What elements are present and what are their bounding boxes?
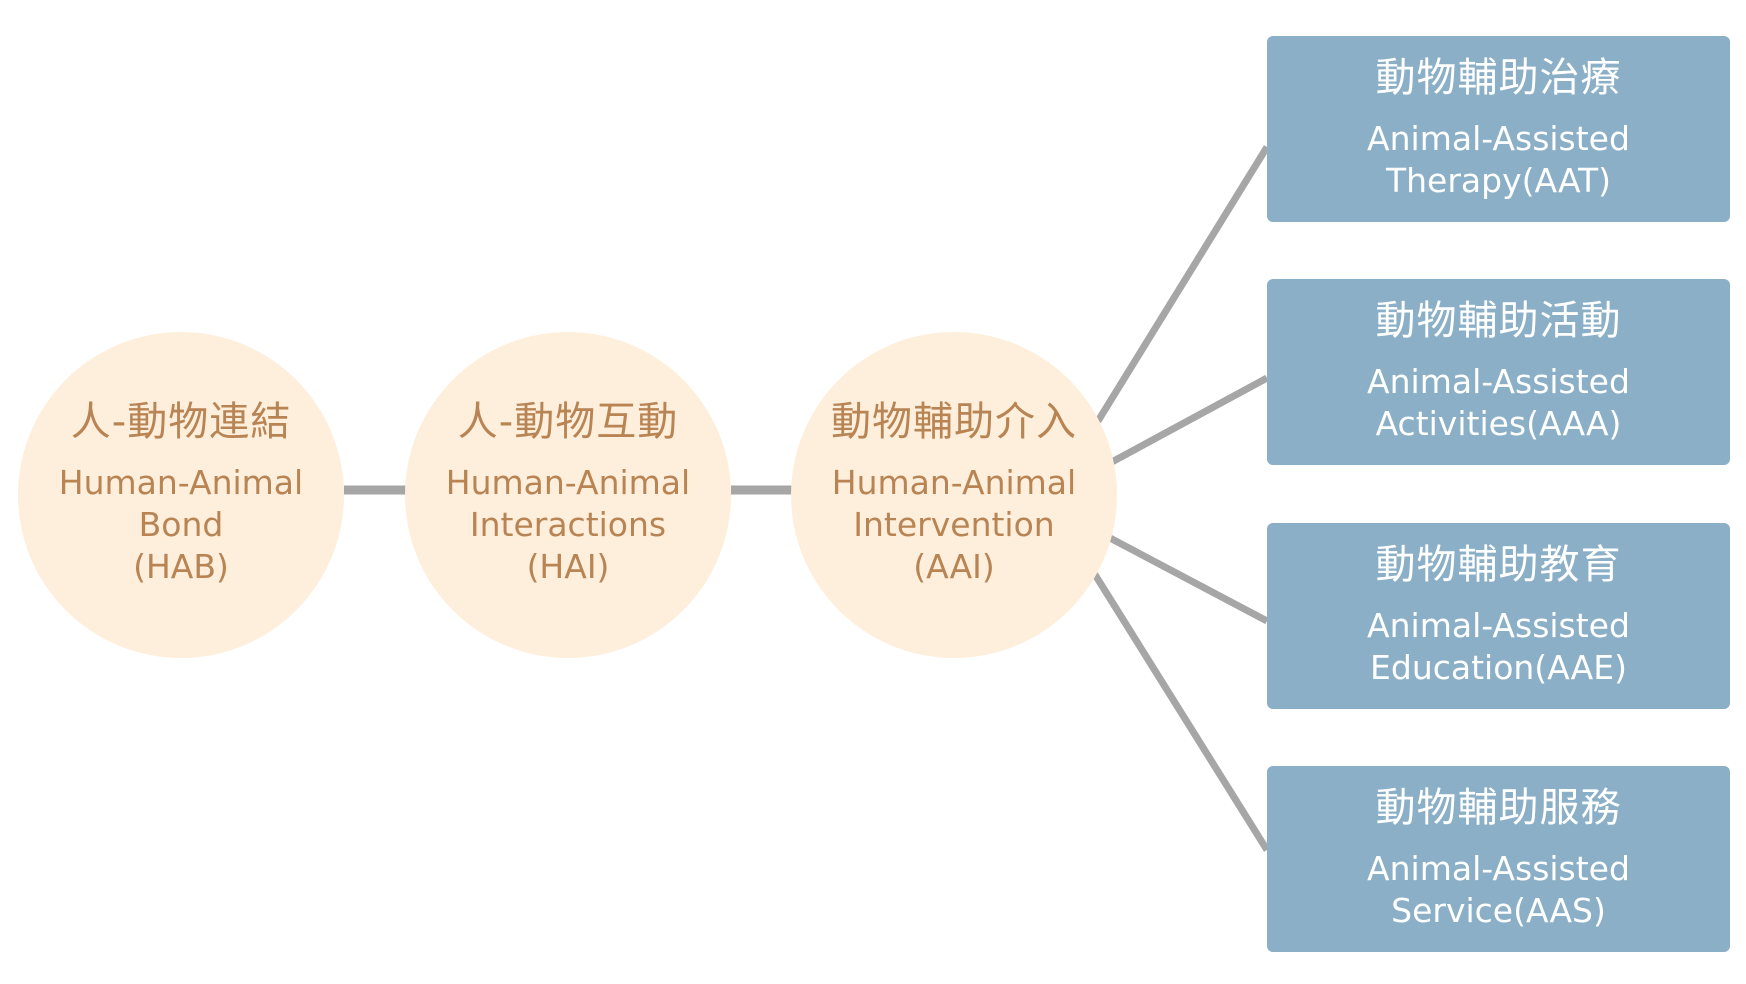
circle-aai-en: Human-Animal Intervention (AAI) <box>791 462 1117 588</box>
box-aas-en-line1: Animal-Assisted <box>1367 849 1630 888</box>
circle-hab-en-line2: Bond <box>138 505 224 544</box>
connector-aai-aae <box>1108 534 1269 625</box>
box-aae-en-line1: Animal-Assisted <box>1367 606 1630 645</box>
circle-hab-en-line3: (HAB) <box>133 547 229 586</box>
circle-aai-en-line1: Human-Animal <box>831 463 1077 502</box>
circle-aai-zh: 動物輔助介入 <box>831 399 1077 445</box>
circle-hab: 人-動物連結 Human-Animal Bond (HAB) <box>18 332 344 658</box>
box-aae-zh: 動物輔助教育 <box>1375 542 1622 588</box>
box-aaa-en: Animal-Assisted Activities(AAA) <box>1267 361 1730 445</box>
box-aat-zh: 動物輔助治療 <box>1375 55 1622 101</box>
circle-hai-en-line2: Interactions <box>469 505 667 544</box>
circle-aai: 動物輔助介入 Human-Animal Intervention (AAI) <box>791 332 1117 658</box>
circle-hab-en: Human-Animal Bond (HAB) <box>18 462 344 588</box>
box-aat: 動物輔助治療 Animal-Assisted Therapy(AAT) <box>1267 36 1730 222</box>
circle-hai: 人-動物互動 Human-Animal Interactions (HAI) <box>405 332 731 658</box>
circle-hai-zh: 人-動物互動 <box>457 399 679 445</box>
box-aaa: 動物輔助活動 Animal-Assisted Activities(AAA) <box>1267 279 1730 465</box>
box-aas: 動物輔助服務 Animal-Assisted Service(AAS) <box>1267 766 1730 952</box>
circle-hai-en: Human-Animal Interactions (HAI) <box>405 462 731 588</box>
box-aat-en-line2: Therapy(AAT) <box>1385 161 1612 200</box>
box-aaa-zh: 動物輔助活動 <box>1375 298 1622 344</box>
circle-aai-en-line2: Intervention <box>853 505 1055 544</box>
box-aas-en-line2: Service(AAS) <box>1391 891 1606 930</box>
box-aaa-en-line1: Animal-Assisted <box>1367 362 1630 401</box>
connector-aai-aaa <box>1108 374 1269 467</box>
circle-hai-en-line1: Human-Animal <box>445 463 691 502</box>
circle-hai-en-line3: (HAI) <box>526 547 610 586</box>
box-aae: 動物輔助教育 Animal-Assisted Education(AAE) <box>1267 523 1730 709</box>
box-aae-en: Animal-Assisted Education(AAE) <box>1267 605 1730 689</box>
connector-aai-aas <box>1091 571 1270 852</box>
connector-aai-aat <box>1095 145 1270 423</box>
box-aas-en: Animal-Assisted Service(AAS) <box>1267 848 1730 932</box>
circle-hab-zh: 人-動物連結 <box>70 399 292 445</box>
box-aat-en-line1: Animal-Assisted <box>1367 119 1630 158</box>
circle-hab-en-line1: Human-Animal <box>58 463 304 502</box>
box-aas-zh: 動物輔助服務 <box>1375 785 1622 831</box>
box-aat-en: Animal-Assisted Therapy(AAT) <box>1267 118 1730 202</box>
circle-aai-en-line3: (AAI) <box>913 547 995 586</box>
box-aae-en-line2: Education(AAE) <box>1370 648 1627 687</box>
box-aaa-en-line2: Activities(AAA) <box>1375 404 1622 443</box>
